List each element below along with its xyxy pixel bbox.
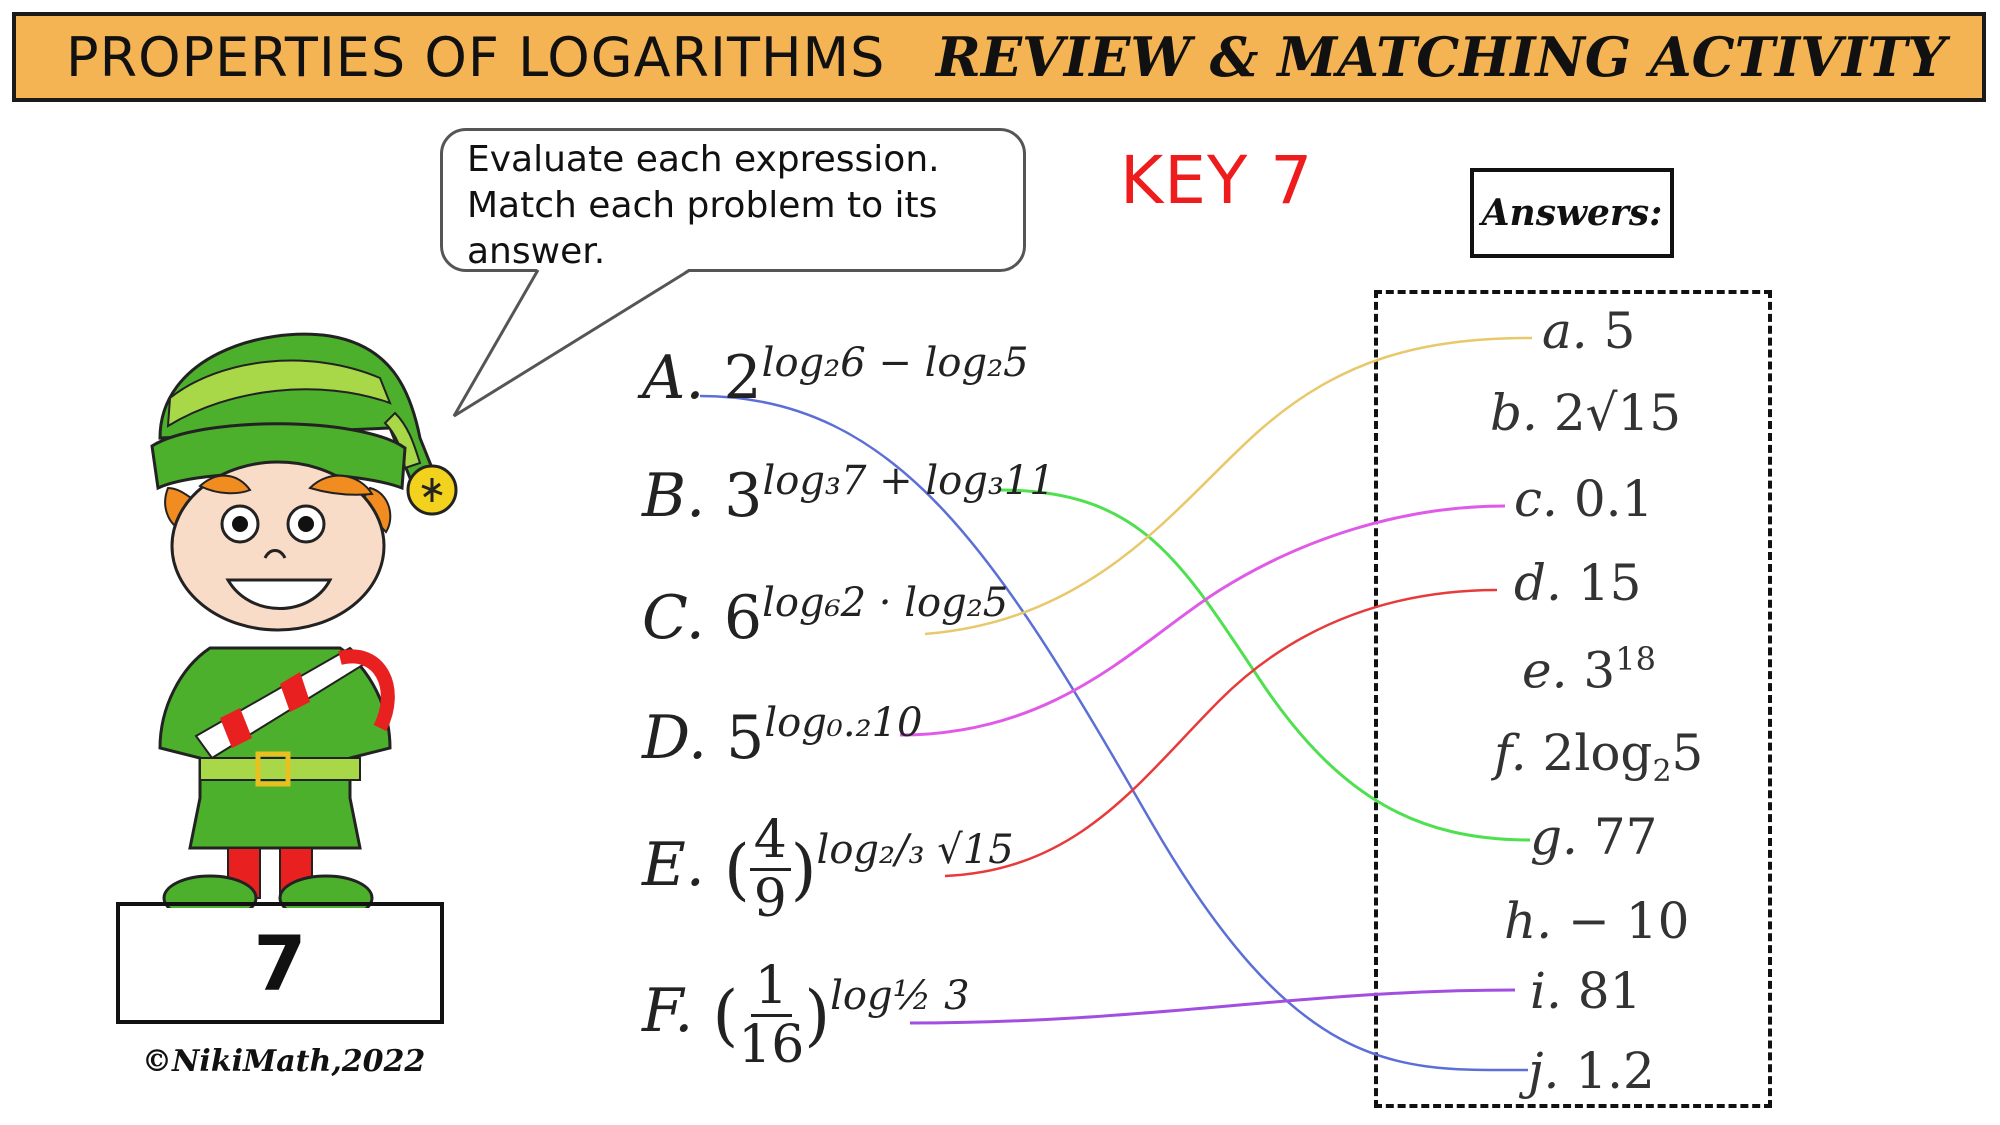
title-banner: PROPERTIES OF LOGARITHMS REVIEW & MATCHI… bbox=[12, 12, 1986, 102]
instruction-speech-bubble: Evaluate each expression. Match each pro… bbox=[440, 128, 1026, 272]
problem-d: D. 5log₀.₂10 bbox=[642, 700, 922, 773]
card-number-box: 7 bbox=[116, 902, 444, 1024]
problem-base: 5 bbox=[726, 703, 765, 773]
problem-base: 6 bbox=[723, 583, 763, 653]
problem-exponent: log₀.₂10 bbox=[764, 700, 923, 746]
answer-e: e. 318 bbox=[1522, 640, 1656, 700]
answer-h: h. − 10 bbox=[1504, 892, 1690, 950]
problem-letter: D. bbox=[642, 703, 708, 773]
problem-exponent: log₂6 − log₂5 bbox=[761, 340, 1029, 386]
answer-d: d. 15 bbox=[1514, 554, 1642, 612]
elf-hat-icon bbox=[150, 332, 458, 516]
answer-i: i. 81 bbox=[1530, 962, 1642, 1020]
instruction-line-3: answer. bbox=[467, 231, 606, 272]
problem-base: 2 bbox=[723, 343, 762, 413]
instruction-line-2: Match each problem to its bbox=[467, 185, 938, 226]
problem-b: B. 3log₃7 + log₃11 bbox=[642, 458, 1055, 531]
speech-bubble-tail bbox=[452, 268, 691, 418]
answer-f: f. 2log25 bbox=[1494, 724, 1704, 789]
problem-c: C. 6log₆2 · log₂5 bbox=[642, 580, 1008, 653]
problem-letter: E. bbox=[642, 830, 705, 901]
worksheet-title: PROPERTIES OF LOGARITHMS bbox=[66, 25, 886, 89]
elf-face-icon bbox=[170, 460, 386, 632]
answer-b: b. 2√15 bbox=[1490, 384, 1682, 442]
problem-exponent: log₃7 + log₃11 bbox=[762, 458, 1055, 504]
problem-base: 3 bbox=[724, 461, 763, 531]
problem-exponent: log₂/₃ √15 bbox=[816, 827, 1014, 874]
answers-heading: Answers: bbox=[1470, 168, 1674, 258]
elf-illustration bbox=[150, 332, 458, 908]
answer-j: j. 1.2 bbox=[1528, 1042, 1655, 1100]
problem-letter: F. bbox=[642, 976, 694, 1047]
activity-subtitle: REVIEW & MATCHING ACTIVITY bbox=[936, 25, 1946, 89]
problem-letter: C. bbox=[642, 583, 705, 653]
answer-key-label: KEY 7 bbox=[1120, 142, 1314, 219]
elf-body-icon bbox=[158, 646, 395, 908]
problem-a: A. 2log₂6 − log₂5 bbox=[642, 340, 1029, 413]
problem-exponent: log₆2 · log₂5 bbox=[762, 580, 1009, 626]
problem-exponent: log½ 3 bbox=[830, 973, 970, 1020]
instruction-line-1: Evaluate each expression. bbox=[467, 139, 940, 180]
answer-a: a. 5 bbox=[1542, 302, 1636, 360]
answer-c: c. 0.1 bbox=[1514, 470, 1654, 528]
problem-letter: A. bbox=[642, 343, 705, 413]
problem-letter: B. bbox=[642, 461, 706, 531]
copyright-notice: ©NikiMath,2022 bbox=[142, 1044, 426, 1079]
answer-g: g. 77 bbox=[1530, 808, 1658, 866]
